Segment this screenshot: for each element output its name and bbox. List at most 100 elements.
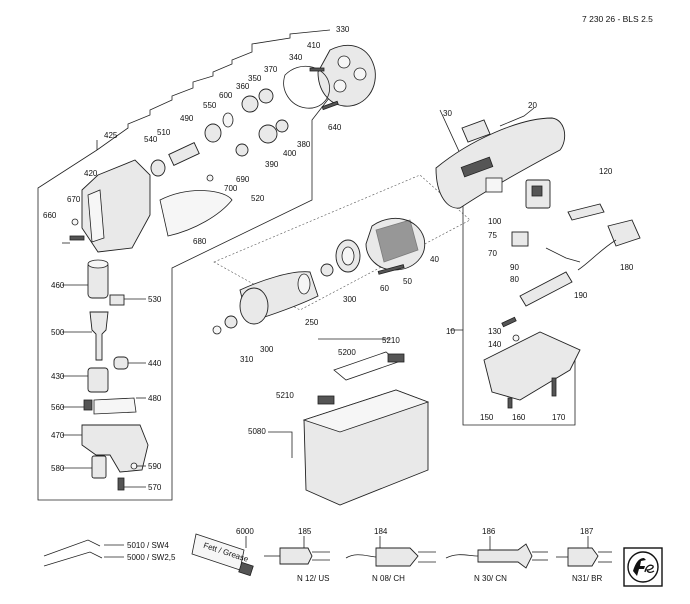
callout-184: 184 xyxy=(374,527,388,536)
bearing-300-rear xyxy=(320,263,334,277)
gear-housing-hole-c xyxy=(333,79,347,93)
gear-350 xyxy=(258,88,274,104)
latch-5210-left xyxy=(317,395,335,405)
callout-5210b: 5210 xyxy=(276,391,294,400)
group-bracket-10 xyxy=(450,329,576,426)
bearing-seat-60-bore xyxy=(341,246,355,266)
washer-670 xyxy=(71,218,79,226)
carry-case-lid xyxy=(302,389,430,433)
callout-40: 40 xyxy=(430,255,439,264)
callout-90: 90 xyxy=(510,263,519,272)
screw-50 xyxy=(377,264,405,275)
callout-370: 370 xyxy=(264,65,278,74)
plug-br-label: N31/ BR xyxy=(572,574,602,583)
plug-180 xyxy=(607,219,641,247)
callout-500: 500 xyxy=(51,328,65,337)
fein-logo-f xyxy=(633,558,646,576)
cable-tag-120 xyxy=(567,203,605,221)
callout-490: 490 xyxy=(180,114,194,123)
callout-50: 50 xyxy=(403,277,412,286)
plug-186-cord xyxy=(445,554,479,559)
head-housing-face xyxy=(87,189,105,243)
pin-440 xyxy=(113,356,129,370)
plug-185-us xyxy=(279,547,313,565)
leader-staircase xyxy=(96,29,331,151)
callout-250: 250 xyxy=(305,318,319,327)
callout-390: 390 xyxy=(265,160,279,169)
callout-640: 640 xyxy=(328,123,342,132)
gear-housing-hole-b xyxy=(353,67,367,81)
callout-440: 440 xyxy=(148,359,162,368)
callout-10: 10 xyxy=(446,327,455,336)
group-bracket-425 xyxy=(37,83,341,501)
callout-400: 400 xyxy=(283,149,297,158)
callout-330: 330 xyxy=(336,25,350,34)
clamp-130 xyxy=(501,316,517,328)
bearing-540 xyxy=(150,159,166,177)
callout-480: 480 xyxy=(148,394,162,403)
screw-570 xyxy=(117,477,125,491)
plug-ch-label: N 08/ CH xyxy=(372,574,405,583)
motor-housing-10 xyxy=(435,117,566,209)
callout-460: 460 xyxy=(51,281,65,290)
callout-5080: 5080 xyxy=(248,427,266,436)
gasket-340 xyxy=(283,65,330,109)
screw-660 xyxy=(69,235,85,241)
armature-stack-250 xyxy=(239,287,269,325)
motor-group xyxy=(212,174,471,335)
hex-wrench-sw4 xyxy=(43,539,101,557)
plug-184-ch xyxy=(375,547,419,567)
callout-186: 186 xyxy=(482,527,496,536)
bearing-300-front xyxy=(224,315,238,329)
spring-530 xyxy=(109,294,125,306)
latch-5210-right xyxy=(387,353,405,363)
sleeve-460-top xyxy=(87,259,109,269)
callout-170: 170 xyxy=(552,413,566,422)
callout-5210a: 5210 xyxy=(382,336,400,345)
callout-300a: 300 xyxy=(343,295,357,304)
leader-10-up xyxy=(439,109,464,330)
hex-wrench-sw25 xyxy=(43,551,103,567)
callout-140: 140 xyxy=(488,340,502,349)
callout-80: 80 xyxy=(510,275,519,284)
gear-360 xyxy=(241,95,259,113)
callout-180: 180 xyxy=(620,263,634,272)
callout-350: 350 xyxy=(248,74,262,83)
plug-cn-label: N 30/ CN xyxy=(474,574,507,583)
callout-580: 580 xyxy=(51,464,65,473)
grease-tube-cap xyxy=(238,561,254,577)
power-cord-180 xyxy=(577,239,617,271)
callout-160: 160 xyxy=(512,413,526,422)
commutator-250 xyxy=(297,273,311,295)
wire-90 xyxy=(545,247,581,263)
screw-640 xyxy=(321,100,339,111)
callout-310: 310 xyxy=(240,355,254,364)
gear-housing-hole-a xyxy=(337,55,351,69)
shaft-490 xyxy=(168,142,200,166)
accessories-row xyxy=(43,533,612,577)
brush-holder-75 xyxy=(511,231,529,247)
shear-head-group xyxy=(37,29,376,501)
callout-680: 680 xyxy=(193,237,207,246)
callout-520: 520 xyxy=(251,194,265,203)
callout-590: 590 xyxy=(148,462,162,471)
washer-310 xyxy=(212,325,222,335)
screw-170 xyxy=(551,377,557,397)
plug-184-cord xyxy=(345,554,377,559)
ring-600 xyxy=(222,112,234,128)
screw-160 xyxy=(507,397,513,409)
plate-480 xyxy=(93,397,137,415)
callout-75: 75 xyxy=(488,231,497,240)
switch-rod-20 xyxy=(499,107,535,127)
callout-690: 690 xyxy=(236,175,250,184)
callout-300b: 300 xyxy=(260,345,274,354)
callout-100: 100 xyxy=(488,217,502,226)
field-winding-40 xyxy=(375,219,419,263)
housing-vent xyxy=(485,177,503,193)
callout-550: 550 xyxy=(203,101,217,110)
callout-30: 30 xyxy=(443,109,452,118)
callout-700: 700 xyxy=(224,184,238,193)
callout-530: 530 xyxy=(148,295,162,304)
callout-380: 380 xyxy=(297,140,311,149)
switch-100-button xyxy=(531,185,543,197)
